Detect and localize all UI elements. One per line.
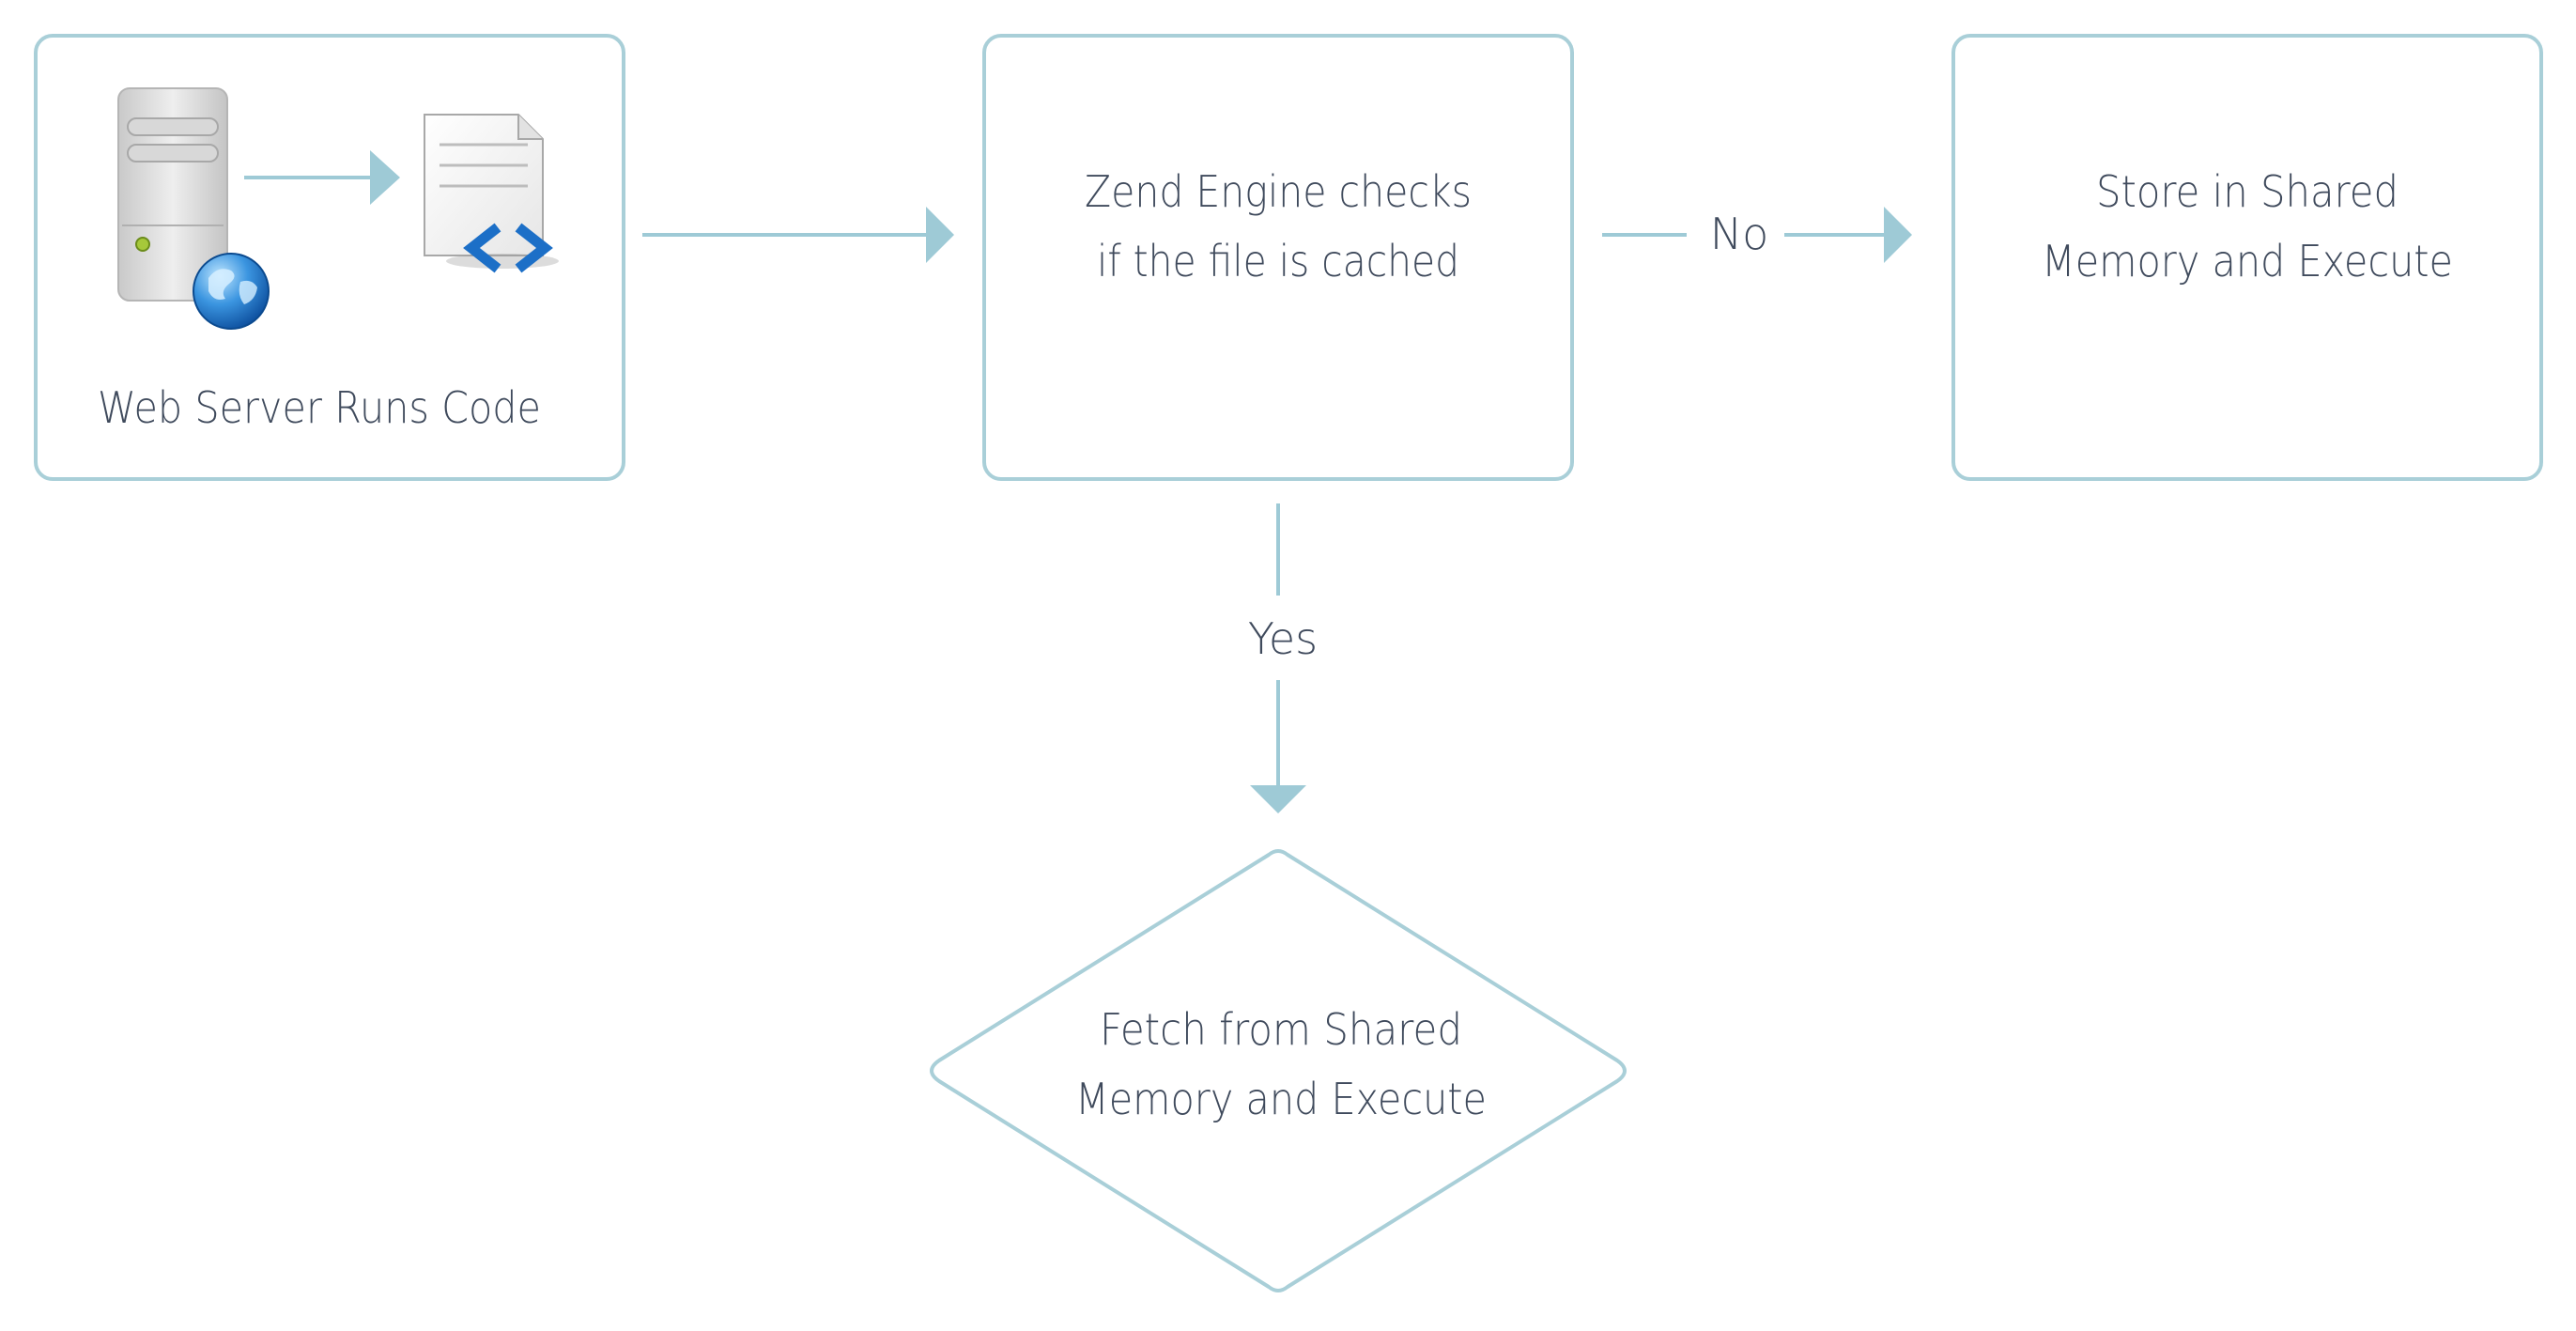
arrow-server-to-check [642, 207, 954, 263]
globe-icon [193, 253, 270, 330]
arrow-icon [244, 150, 400, 205]
arrow-no: No [1602, 207, 1912, 263]
arrow-yes: Yes [1248, 503, 1318, 813]
store-box [1951, 34, 2543, 481]
fetch-node: Fetch from Shared Memory and Execute [930, 849, 1627, 1292]
check-cache-label-line1: Zend Engine checks [1085, 166, 1472, 217]
store-node: Store in Shared Memory and Execute [1951, 34, 2543, 481]
fetch-label-line1: Fetch from Shared [1100, 1004, 1462, 1055]
fetch-label-line2: Memory and Execute [1075, 1074, 1487, 1124]
web-server-node: Web Server Runs Code [34, 34, 625, 481]
yes-label: Yes [1248, 613, 1318, 664]
server-icon [117, 87, 228, 302]
fetch-diamond [930, 849, 1627, 1292]
store-label-line1: Store in Shared [2096, 166, 2399, 217]
store-label-line2: Memory and Execute [2042, 236, 2453, 286]
check-cache-label-line2: if the file is cached [1097, 236, 1459, 286]
no-label: No [1710, 209, 1769, 259]
code-document-icon [424, 114, 559, 273]
check-cache-box [982, 34, 1574, 481]
web-server-label: Web Server Runs Code [98, 382, 541, 433]
check-cache-node: Zend Engine checks if the file is cached [982, 34, 1574, 481]
